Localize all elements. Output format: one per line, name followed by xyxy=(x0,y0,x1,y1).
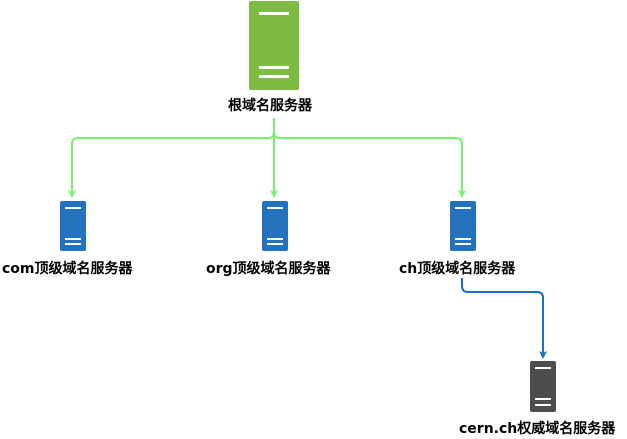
cern-server-label: cern.ch权威域名服务器 xyxy=(459,420,616,438)
ch-server-label: ch顶级域名服务器 xyxy=(399,260,516,278)
server-stripe xyxy=(259,75,289,78)
root-server-label: 根域名服务器 xyxy=(228,97,312,115)
server-stripe xyxy=(535,404,551,406)
server-icon-root[interactable] xyxy=(249,1,299,90)
server-stripe xyxy=(65,243,81,245)
server-stripe xyxy=(535,367,551,369)
server-stripe xyxy=(455,243,471,245)
org-server-label: org顶级域名服务器 xyxy=(206,260,331,278)
server-stripe xyxy=(259,12,289,15)
server-stripe xyxy=(267,238,283,240)
server-icon-cern[interactable] xyxy=(530,361,556,412)
server-icon-org[interactable] xyxy=(262,201,288,251)
edge-root-to-ch xyxy=(273,118,466,198)
server-stripe xyxy=(267,207,283,209)
server-stripe xyxy=(455,207,471,209)
server-icon-com[interactable] xyxy=(60,201,86,251)
server-stripe xyxy=(259,66,289,69)
server-stripe xyxy=(65,207,81,209)
server-stripe xyxy=(455,238,471,240)
com-server-label: com顶级域名服务器 xyxy=(2,260,133,278)
edge-root-to-com xyxy=(68,118,275,198)
server-stripe xyxy=(65,238,81,240)
edge-ch-to-cern xyxy=(461,272,547,359)
server-stripe xyxy=(267,243,283,245)
server-icon-ch[interactable] xyxy=(450,201,476,251)
server-stripe xyxy=(535,398,551,400)
connectors xyxy=(68,118,547,359)
